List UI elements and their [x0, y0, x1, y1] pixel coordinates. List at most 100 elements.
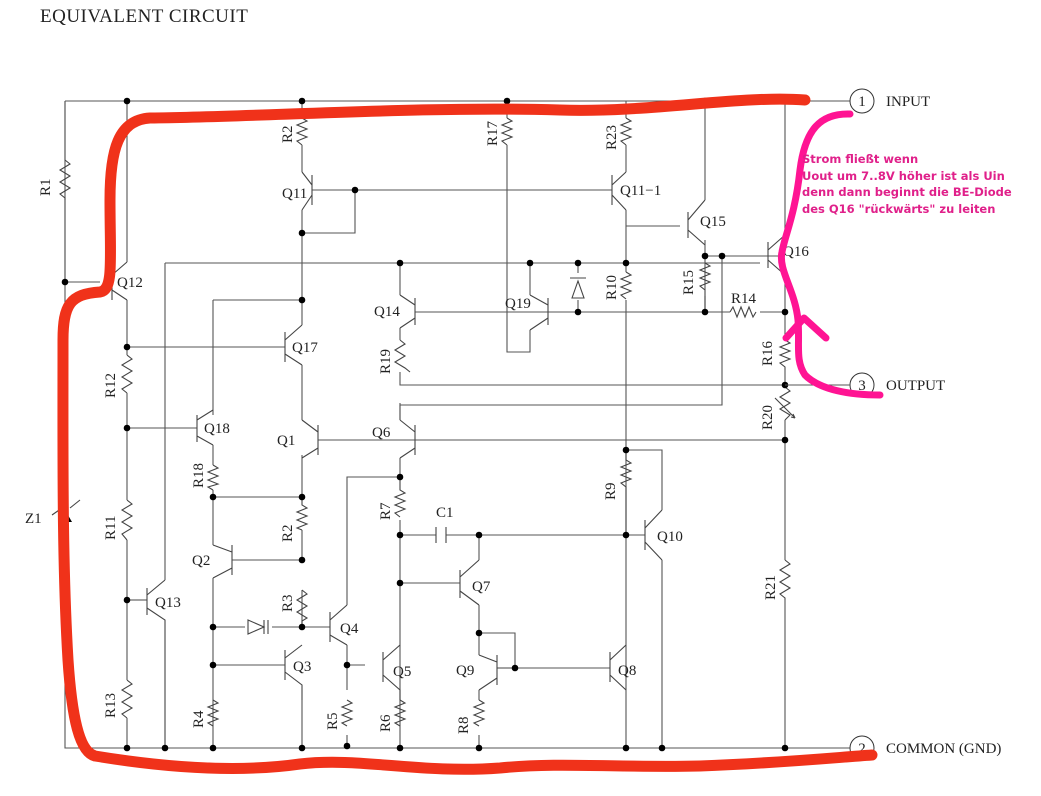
junction-dot: [298, 296, 306, 304]
junction-dot: [343, 742, 351, 750]
transistor-Q18: [196, 409, 214, 446]
transistor-Q10: [644, 509, 663, 561]
label-R10: R10: [604, 275, 620, 300]
annotation-line: des Q16 "rückwärts" zu leiten: [802, 201, 996, 216]
junction-dot: [298, 229, 306, 237]
pin-output-label: OUTPUT: [886, 378, 945, 394]
label-Q12: Q12: [117, 275, 143, 291]
label-Q15: Q15: [700, 214, 726, 230]
pin-common-number: 2: [858, 741, 866, 757]
resistor-R16: [778, 339, 792, 370]
label-Q5: Q5: [393, 664, 411, 680]
junction-dot: [396, 744, 404, 752]
transistor-Q1: [301, 419, 319, 459]
label-R3: R3: [280, 594, 296, 612]
junction-dot: [161, 744, 169, 752]
label-R9: R9: [603, 482, 619, 500]
junction-dot: [503, 97, 511, 105]
resistor-R4: [206, 699, 220, 727]
junction-dot: [622, 531, 630, 539]
resistor-R14: [729, 305, 757, 319]
junction-dot: [123, 97, 131, 105]
junction-dot: [61, 278, 69, 286]
junction-dot: [209, 661, 217, 669]
resistor-R12: [120, 354, 134, 394]
junction-dot: [209, 493, 217, 501]
junction-dot: [718, 252, 726, 260]
junction-dot: [123, 343, 131, 351]
pin-input[interactable]: 1 INPUT: [849, 88, 930, 114]
transistor-Q13: [127, 579, 166, 748]
resistor-R19: [393, 339, 411, 373]
junction-dot: [658, 744, 666, 752]
label-Q10: Q10: [657, 529, 683, 545]
annotation-line: Strom fließt wenn: [802, 152, 919, 166]
diode-Q2: [247, 619, 269, 635]
junction-dot: [622, 446, 630, 454]
label-Q3: Q3: [293, 659, 311, 675]
resistor-R15: [698, 262, 712, 312]
label-Q13: Q13: [155, 595, 181, 611]
label-R11: R11: [103, 516, 119, 540]
resistor-R1: [58, 159, 72, 200]
resistor-R20: [774, 386, 796, 421]
junction-dot: [781, 308, 789, 316]
junction-dot: [781, 436, 789, 444]
transistor-Q19: [529, 294, 549, 331]
label-R12: R12: [103, 373, 119, 398]
label-R2: R2: [280, 524, 296, 542]
label-R13: R13: [103, 693, 119, 718]
junction-dot: [123, 744, 131, 752]
resistor-R17: [500, 117, 514, 146]
junction-dot: [351, 186, 359, 194]
junction-dot: [475, 744, 483, 752]
label-Q14: Q14: [374, 304, 400, 320]
junction-dot: [622, 259, 630, 267]
transistor-Q14: [399, 294, 416, 329]
resistor-R6: [393, 699, 407, 727]
pin-input-label: INPUT: [886, 94, 930, 110]
resistor-R21: [778, 559, 792, 600]
annotation-line: denn dann beginnt die BE-Diode: [802, 185, 1012, 199]
resistor-R3: [295, 589, 309, 627]
wires: [64, 100, 850, 749]
transistor-Q7: [459, 559, 480, 606]
transistor-Q9: [478, 654, 515, 691]
label-R7: R7: [378, 502, 394, 520]
label-Q7: Q7: [472, 579, 491, 595]
current-direction-arrow-icon: [782, 314, 830, 342]
resistor-R7: [393, 477, 407, 518]
label-R8: R8: [456, 716, 472, 734]
junction-dot: [622, 744, 630, 752]
junction-dot: [298, 623, 306, 631]
resistor-R10: [619, 271, 633, 300]
label-R5: R5: [325, 712, 341, 730]
pin-input-number: 1: [858, 94, 866, 110]
transistor-Q17: [284, 324, 303, 366]
junction-dot: [298, 97, 306, 105]
resistor-R11: [120, 499, 134, 541]
junction-dot: [396, 259, 404, 267]
resistors: [58, 117, 796, 727]
transistor-Q2: [212, 544, 233, 579]
transistor-Q15: [687, 199, 706, 246]
diode-Q19: [570, 277, 586, 299]
transistor-Q11-1: [611, 171, 627, 211]
label-Q18: Q18: [204, 421, 230, 437]
junction-dot: [396, 531, 404, 539]
label-Z1: Z1: [25, 511, 42, 527]
junction-dot: [396, 473, 404, 481]
label-C1: C1: [436, 505, 454, 521]
resistor-R9: [619, 450, 633, 535]
label-R6: R6: [378, 714, 394, 732]
label-Q17: Q17: [292, 340, 318, 356]
junction-dot: [209, 744, 217, 752]
annotation-line: Uout um 7..8V höher ist als Uin: [802, 168, 1005, 183]
resistor-R5: [340, 699, 354, 727]
junction-dot: [475, 629, 483, 637]
resistor-R18: [206, 464, 220, 491]
label-R19: R19: [378, 349, 394, 374]
label-Q16: Q16: [783, 244, 809, 260]
junction-dot: [574, 259, 582, 267]
label-R4: R4: [191, 710, 207, 728]
